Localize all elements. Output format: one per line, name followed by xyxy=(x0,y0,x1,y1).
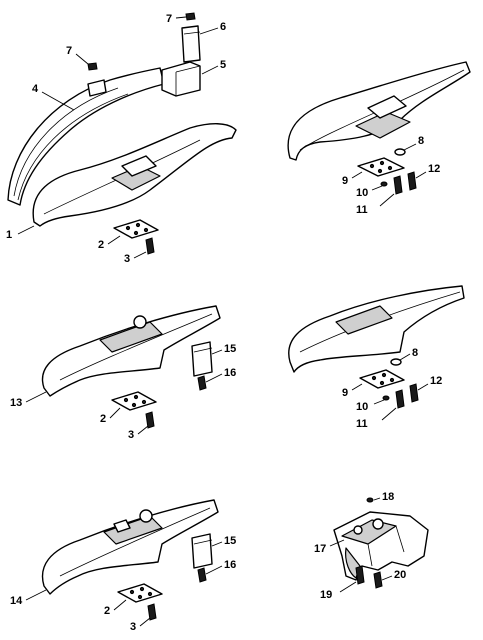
part-9-plate-mid xyxy=(359,369,405,389)
part-5-bracket xyxy=(161,61,201,97)
label-13: 13 xyxy=(10,397,22,409)
label-20: 20 xyxy=(394,569,406,581)
assembly-bottom-left: 14 2 3 15 16 xyxy=(10,499,236,633)
part-9-plate xyxy=(357,157,405,177)
part-20-screw xyxy=(373,571,383,589)
part-15-clamp-mid xyxy=(191,341,213,377)
label-12-mid: 12 xyxy=(430,375,442,387)
part-18-washer xyxy=(366,497,374,503)
part-8-washer-mid xyxy=(390,358,402,366)
part-16-screw-mid xyxy=(197,375,207,391)
part-7-screw-top xyxy=(185,12,196,21)
assembly-bottom-right: 18 17 19 20 xyxy=(314,491,429,601)
part-19-screw xyxy=(355,565,365,585)
label-11-mid: 11 xyxy=(356,418,368,430)
label-19: 19 xyxy=(320,589,332,601)
label-15-bottom: 15 xyxy=(224,535,236,547)
part-4-clip xyxy=(87,79,107,97)
part-7-screw-left xyxy=(87,62,98,71)
part-2-plate-bottom xyxy=(117,583,163,603)
part-12-screw xyxy=(407,171,417,191)
label-15-mid: 15 xyxy=(224,343,236,355)
label-4: 4 xyxy=(32,83,39,95)
part-10-washer xyxy=(380,181,388,187)
part-11-screw-mid xyxy=(395,389,405,409)
assembly-middle-right: 8 9 10 11 12 xyxy=(288,285,465,430)
label-7-top: 7 xyxy=(166,13,172,25)
part-2-plate xyxy=(113,219,159,239)
label-14: 14 xyxy=(10,595,23,607)
label-2: 2 xyxy=(98,239,104,251)
part-15-clamp-bottom xyxy=(191,533,213,569)
label-8: 8 xyxy=(418,135,424,147)
label-6: 6 xyxy=(220,21,226,33)
guard-middle-right xyxy=(288,285,465,373)
part-6-clamp xyxy=(181,25,201,63)
part-13-guard xyxy=(41,305,221,397)
label-16-mid: 16 xyxy=(224,367,236,379)
part-14-guard xyxy=(41,499,219,595)
label-10-mid: 10 xyxy=(356,401,368,413)
label-3-bottom: 3 xyxy=(130,621,136,633)
part-3-screw-mid xyxy=(145,411,155,429)
label-8-mid: 8 xyxy=(412,347,418,359)
label-12: 12 xyxy=(428,163,440,175)
assembly-top-right: 8 9 10 11 12 xyxy=(287,61,471,216)
assembly-middle-left: 13 2 3 15 16 xyxy=(10,305,236,441)
part-10-washer-mid xyxy=(382,395,390,401)
label-11: 11 xyxy=(356,204,368,216)
part-11-screw xyxy=(393,175,403,195)
label-3-mid: 3 xyxy=(128,429,134,441)
part-3-screw xyxy=(145,237,155,255)
label-2-mid: 2 xyxy=(100,413,106,425)
label-3: 3 xyxy=(124,253,130,265)
part-12-screw-mid xyxy=(409,383,419,403)
label-10: 10 xyxy=(356,187,368,199)
label-17: 17 xyxy=(314,543,326,555)
assembly-top-left: 1 2 3 4 5 6 7 7 xyxy=(6,12,237,265)
label-7-left: 7 xyxy=(66,45,72,57)
guard-top-right-mount xyxy=(355,111,411,139)
part-8-washer xyxy=(394,148,406,156)
part-3-screw-bottom xyxy=(147,603,157,621)
label-1: 1 xyxy=(6,229,12,241)
label-18: 18 xyxy=(382,491,394,503)
label-16-bottom: 16 xyxy=(224,559,236,571)
label-2-bottom: 2 xyxy=(104,605,110,617)
label-9: 9 xyxy=(342,175,348,187)
part-2-plate-mid xyxy=(111,391,157,411)
label-5: 5 xyxy=(220,59,226,71)
part-16-screw-bottom xyxy=(197,567,207,583)
label-9-mid: 9 xyxy=(342,387,348,399)
